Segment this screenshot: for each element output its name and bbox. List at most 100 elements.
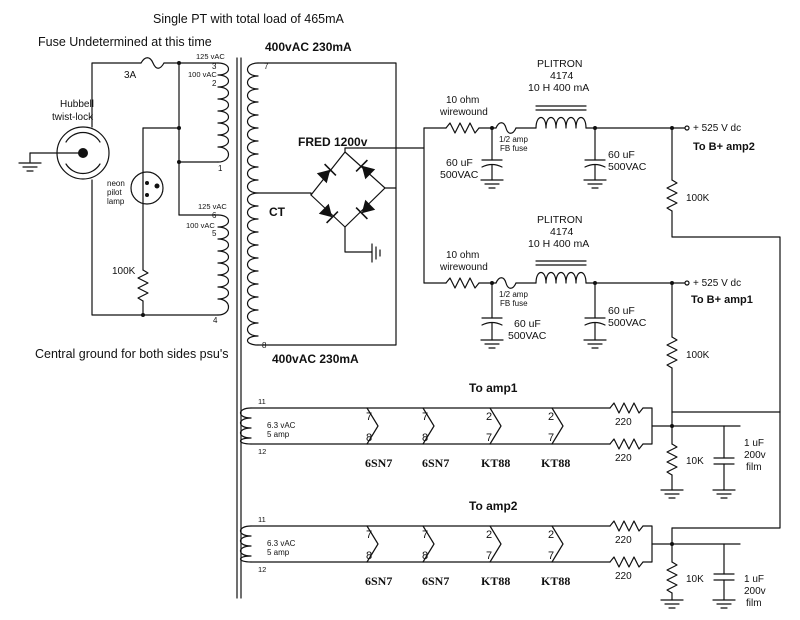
amp2-output-cap-voltage: 500VAC	[608, 161, 647, 173]
amp1-bleeder-value: 100K	[686, 350, 710, 361]
amp2-fuse-rating: 1/2 amp	[499, 135, 528, 144]
heater-1-r-bottom-value: 220	[615, 453, 632, 464]
heater-2-cap-voltage: 200v	[744, 586, 766, 597]
heater-1-r-ground-value: 10K	[686, 456, 704, 467]
diode-3-icon	[317, 202, 339, 224]
amp1-choke-brand: PLITRON	[537, 214, 583, 226]
amp1-choke-icon	[535, 271, 587, 284]
amp2-input-cap-voltage: 500VAC	[440, 169, 479, 181]
pri-b-100-label: 100 vAC	[186, 221, 215, 230]
pri-b-125-label: 125 vAC	[198, 202, 227, 211]
neon-resistor-icon	[137, 269, 149, 302]
pin-1: 1	[218, 164, 223, 173]
hv-top-label: 400vAC 230mA	[265, 40, 352, 54]
amp1-bleeder-resistor-icon	[666, 336, 678, 369]
tube-5-pin-top: 7	[366, 529, 372, 541]
tube-3-name: KT88	[481, 456, 510, 470]
heater-2-r-ground-value: 10K	[686, 574, 704, 585]
heater-amp2: To amp2 6.3 vAC 5 amp 11 12 7 8 6SN7 7 8…	[239, 411, 781, 609]
tube-7-pin-bottom: 7	[486, 550, 492, 562]
neon-pilot-lamp-icon	[130, 171, 164, 205]
tube-2-pin-top: 7	[422, 411, 428, 423]
hv-bottom-label: 400vAC 230mA	[272, 352, 359, 366]
pin-5: 5	[212, 229, 217, 238]
heater-1-coil-icon	[239, 407, 252, 445]
heater-1-voltage: 6.3 vAC	[267, 421, 296, 430]
heater-2-coil-icon	[239, 525, 252, 563]
neon-label-line2: pilot	[107, 188, 122, 197]
amp2-fuse-type: FB fuse	[500, 144, 528, 153]
heater-1-r-bottom-icon	[609, 438, 644, 450]
rectifier-label: FRED 1200v	[298, 135, 368, 149]
tube-1-name: 6SN7	[365, 456, 392, 470]
amp2-resistor-value: 10 ohm	[446, 95, 479, 106]
tube-8-pin-bottom: 7	[548, 550, 554, 562]
heater-2-voltage: 6.3 vAC	[267, 539, 296, 548]
center-tap-label: CT	[269, 205, 286, 219]
tube-1-pin-bottom: 8	[366, 432, 372, 444]
pin-2: 2	[212, 79, 217, 88]
heater-1-current: 5 amp	[267, 430, 290, 439]
heater-1-title: To amp1	[469, 381, 518, 395]
tube-7-name: KT88	[481, 574, 510, 588]
heater-2-cap-value: 1 uF	[744, 574, 764, 585]
tube-2-pin-bottom: 8	[422, 432, 428, 444]
heater-2-pin-12: 12	[258, 565, 266, 574]
ground-note: Central ground for both sides psu's	[35, 347, 228, 361]
heater-1-cap-type: film	[746, 462, 762, 473]
amp1-output-cap-voltage: 500VAC	[608, 317, 647, 329]
primary-coil-a-icon	[217, 62, 230, 163]
pin-6: 6	[212, 211, 217, 220]
heater-1-cap-voltage: 200v	[744, 450, 766, 461]
amp1-fb-fuse-icon	[495, 277, 517, 289]
amp1-output-cap-value: 60 uF	[608, 305, 635, 317]
heater-2-r-ground-icon	[666, 561, 678, 594]
amp2-fb-fuse-icon	[495, 122, 517, 134]
tube-4-pin-bottom: 7	[548, 432, 554, 444]
pin-3: 3	[212, 62, 217, 71]
tube-1-pin-top: 7	[366, 411, 372, 423]
plug-label-line2: twist-lock	[52, 112, 94, 123]
fuse-note: Fuse Undetermined at this time	[38, 35, 212, 49]
heater-2-pin-11: 11	[258, 515, 266, 524]
pin-4: 4	[213, 316, 218, 325]
amp2-resistor-type: wirewound	[439, 107, 488, 118]
amp2-choke-model: 4174	[550, 70, 574, 82]
heater-2-cap-type: film	[746, 598, 762, 609]
pri-a-125-label: 125 vAC	[196, 52, 225, 61]
tube-3-pin-bottom: 7	[486, 432, 492, 444]
amp2-choke-brand: PLITRON	[537, 58, 583, 70]
heater-2-title: To amp2	[469, 499, 518, 513]
amp1-input-cap-voltage: 500VAC	[508, 330, 547, 342]
heater-1-pin-12: 12	[258, 447, 266, 456]
tube-3-pin-top: 2	[486, 411, 492, 423]
supply-amp2: 10 ohm wirewound 1/2 amp FB fuse PLITRON…	[423, 58, 781, 413]
neon-label-line3: lamp	[107, 197, 125, 206]
amp2-bleeder-value: 100K	[686, 193, 710, 204]
mains-fuse-icon	[140, 57, 165, 69]
amp2-input-cap-value: 60 uF	[446, 157, 473, 169]
amp2-wirewound-resistor-icon	[445, 122, 480, 134]
heater-2-r-top-icon	[609, 520, 644, 532]
amp1-voltage: + 525 V dc	[693, 278, 741, 289]
rectifier-section: FRED 1200v	[257, 62, 425, 346]
amp1-fuse-rating: 1/2 amp	[499, 290, 528, 299]
hv-secondary-coil-icon	[246, 62, 259, 346]
tube-6-pin-bottom: 8	[422, 550, 428, 562]
amp1-resistor-value: 10 ohm	[446, 250, 479, 261]
heater-2-r-bottom-icon	[609, 556, 644, 568]
tube-5-name: 6SN7	[365, 574, 392, 588]
heater-1-r-top-value: 220	[615, 417, 632, 428]
amp2-bleeder-resistor-icon	[666, 179, 678, 212]
pri-a-100-label: 100 vAC	[188, 70, 217, 79]
neon-resistor-value: 100K	[112, 266, 136, 277]
amp1-resistor-type: wirewound	[439, 262, 488, 273]
primary-coil-b-icon	[217, 214, 230, 316]
amp2-output-cap-value: 60 uF	[608, 149, 635, 161]
amp1-input-cap-value: 60 uF	[514, 318, 541, 330]
heater-1-r-ground-icon	[666, 443, 678, 476]
neon-label-line1: neon	[107, 179, 125, 188]
amp1-wirewound-resistor-icon	[445, 277, 480, 289]
amp2-choke-spec: 10 H 400 mA	[528, 82, 589, 94]
power-transformer: 125 vAC 100 vAC 3 2 1 125 vAC 6 100 vAC …	[186, 40, 359, 599]
